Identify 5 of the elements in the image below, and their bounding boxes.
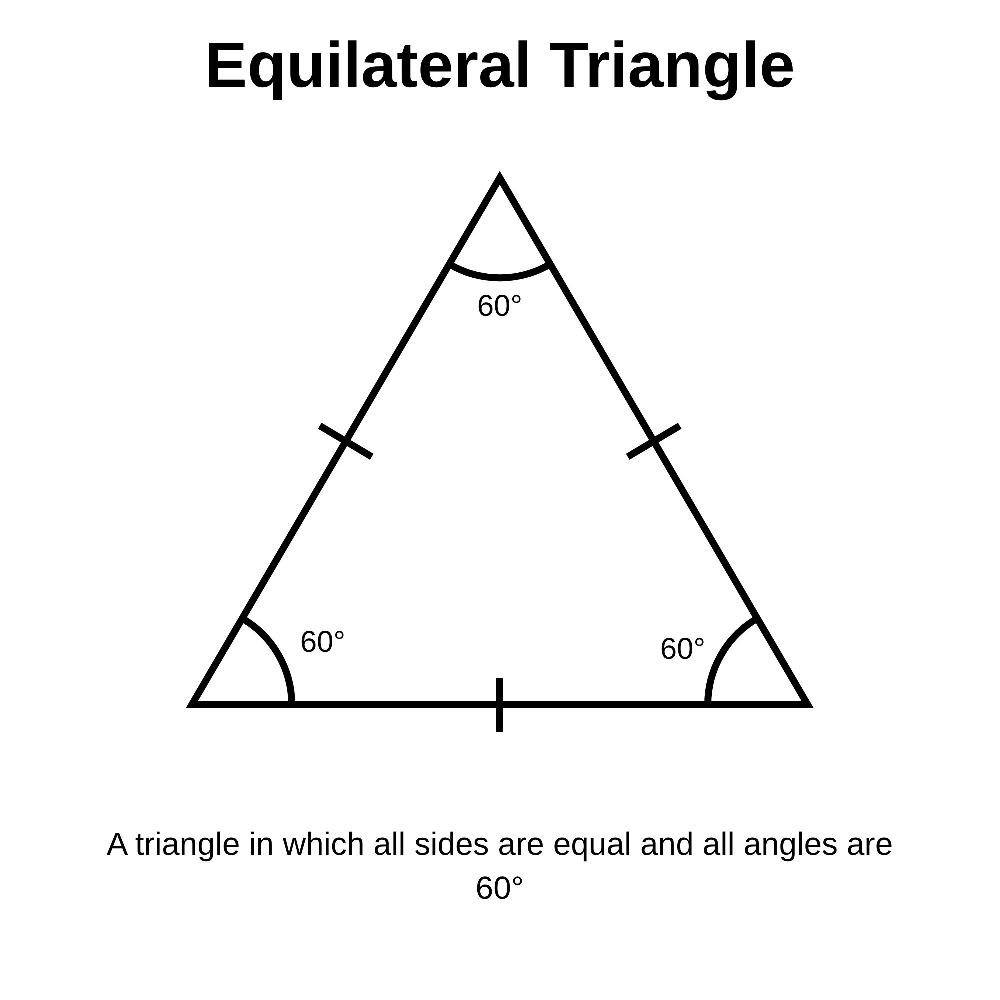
angle-label: 60° xyxy=(660,633,706,667)
angle-label: 60° xyxy=(477,290,523,324)
angle-label: 60° xyxy=(300,626,346,660)
caption: A triangle in which all sides are equal and all angles are 60° xyxy=(106,825,894,908)
title: Equilateral Triangle xyxy=(204,28,796,102)
